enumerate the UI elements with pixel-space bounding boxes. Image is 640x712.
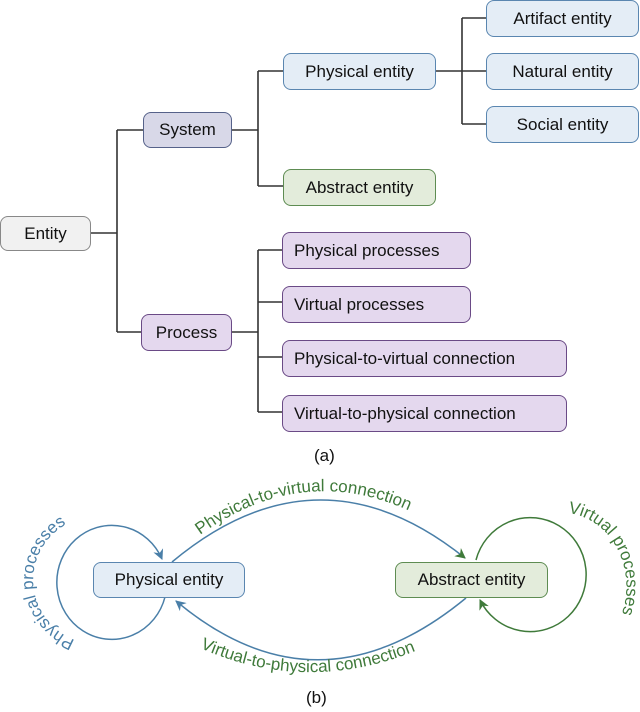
root-connector bbox=[90, 129, 145, 333]
label-p2v: Physical-to-virtual connection bbox=[191, 476, 414, 538]
p2v-arrow bbox=[171, 499, 466, 563]
node-physical-entity: Physical entity bbox=[283, 53, 436, 90]
node-v2p-connection: Virtual-to-physical connection bbox=[282, 395, 567, 432]
v2p-arrow bbox=[175, 597, 467, 661]
cycle-node-abstract-entity: Abstract entity bbox=[395, 562, 548, 598]
cycle-node-physical-entity: Physical entity bbox=[93, 562, 245, 598]
node-artifact-entity: Artifact entity bbox=[486, 0, 639, 37]
node-p2v-connection: Physical-to-virtual connection bbox=[282, 340, 567, 377]
physical-connector bbox=[436, 17, 487, 125]
label-v2p: Virtual-to-physical connection bbox=[199, 634, 418, 676]
node-social-entity: Social entity bbox=[486, 106, 639, 143]
node-physical-processes: Physical processes bbox=[282, 232, 471, 269]
caption-a: (a) bbox=[314, 446, 335, 465]
node-natural-entity: Natural entity bbox=[486, 53, 639, 90]
node-process: Process bbox=[141, 314, 232, 351]
node-system: System bbox=[143, 112, 232, 148]
node-virtual-processes: Virtual processes bbox=[282, 286, 471, 323]
system-connector bbox=[232, 70, 285, 187]
physical-processes-loop bbox=[56, 524, 166, 641]
process-connector bbox=[232, 249, 283, 413]
label-physical-processes: Physical processes bbox=[18, 511, 77, 653]
caption-b: (b) bbox=[306, 688, 327, 707]
node-abstract-entity: Abstract entity bbox=[283, 169, 436, 206]
virtual-processes-loop bbox=[475, 516, 587, 633]
label-virtual-processes: Virtual processes bbox=[567, 498, 640, 618]
node-entity: Entity bbox=[0, 216, 91, 251]
